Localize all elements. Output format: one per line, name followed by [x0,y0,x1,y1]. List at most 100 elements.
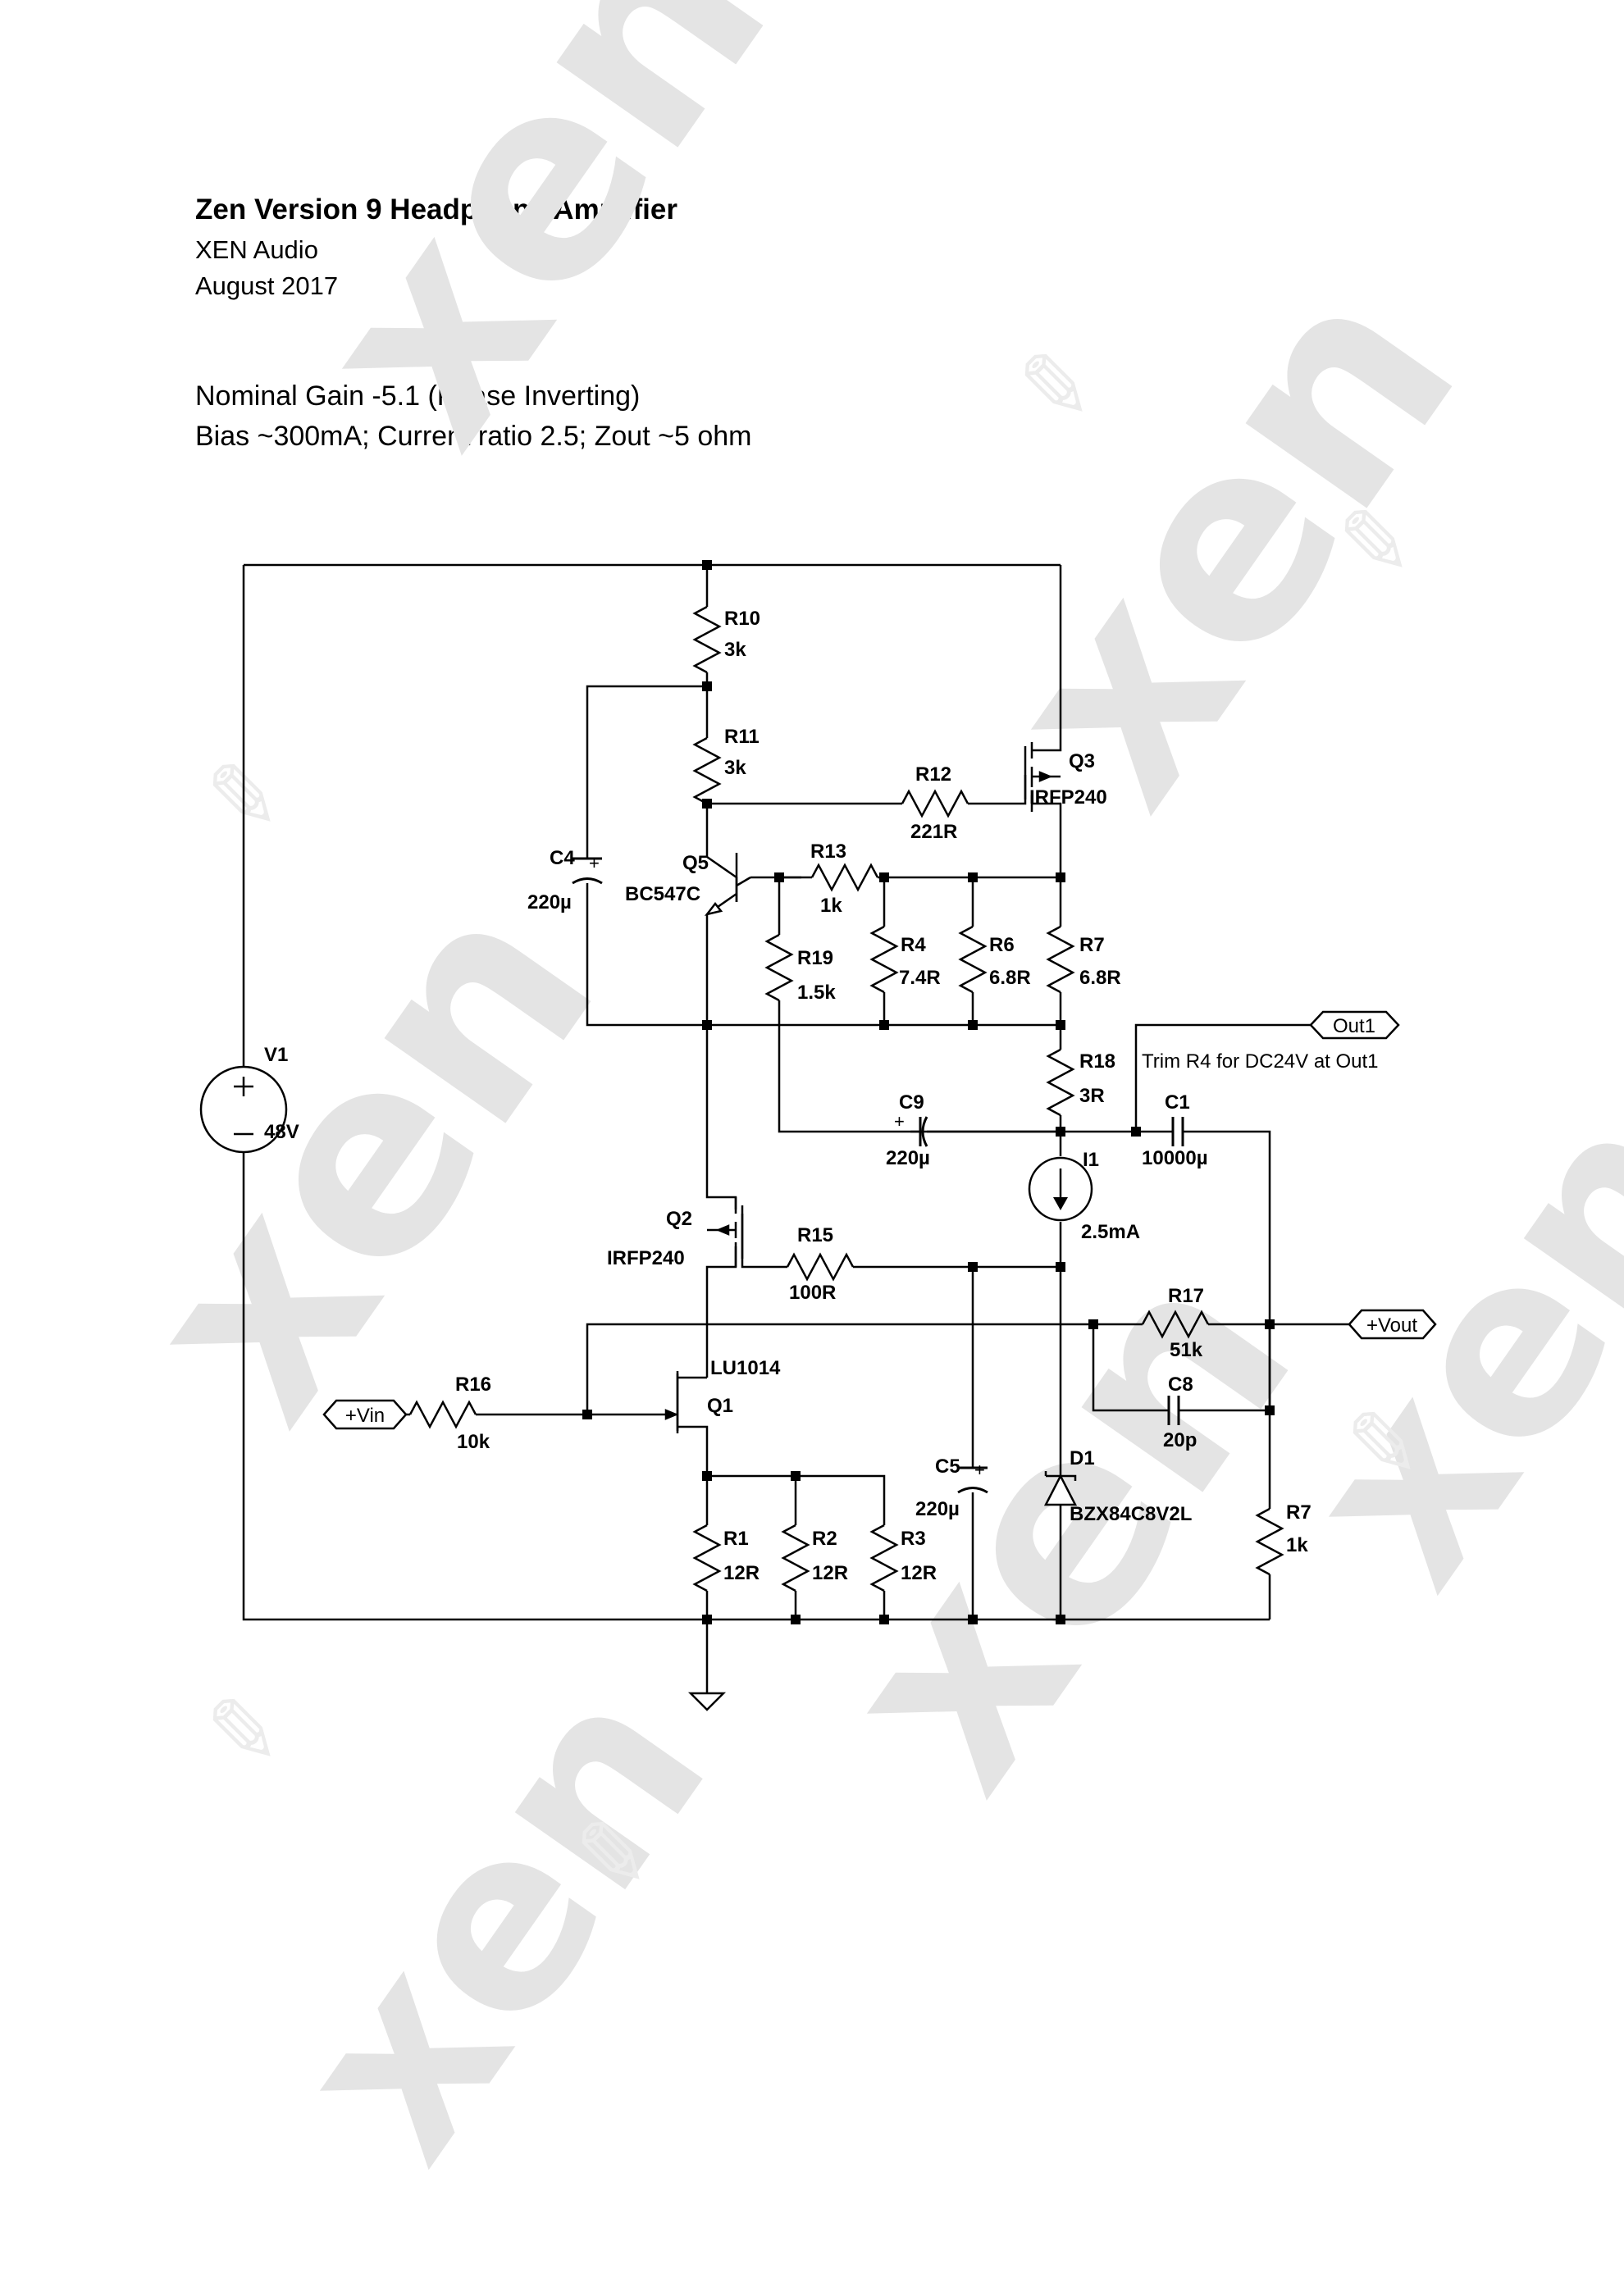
label-r16-value: 10k [457,1431,490,1453]
label-q1-value: LU1014 [710,1357,781,1379]
watermark-glyph: ✎ [574,1802,650,1907]
resistor-r10 [693,605,721,674]
label-q1-ref: Q1 [707,1395,733,1417]
current-source-i1 [1028,1156,1093,1222]
label-r18-value: 3R [1079,1085,1105,1107]
label-d1-value: BZX84C8V2L [1070,1503,1192,1525]
resistor-r6 [959,925,987,994]
label-v1-ref: V1 [264,1044,288,1066]
watermark-glyph: ✎ [1017,335,1093,440]
ground-icon [687,1665,727,1711]
label-r3-value: 12R [901,1562,937,1584]
label-r13-value: 1k [820,895,842,917]
resistor-r13 [810,863,879,891]
resistor-r11 [693,736,721,805]
capacitor-symbols [572,857,1184,1494]
label-r6-ref: R6 [989,934,1015,956]
company-name: XEN Audio [195,235,318,264]
label-r7a-ref: R7 [1079,934,1105,956]
capacitor-c4 [572,857,603,885]
label-r17-value: 51k [1170,1339,1203,1361]
svg-text:+Vout: +Vout [1366,1314,1417,1337]
watermark: xen xen xen xen xen xen ✎ ✎ ✎ ✎ ✎ ✎ [81,0,1624,2207]
label-r19-value: 1.5k [797,982,836,1004]
capacitor-c1 [1171,1117,1184,1146]
label-r4-ref: R4 [901,934,926,956]
label-r4-value: 7.4R [899,967,941,989]
trim-annotation: Trim R4 for DC24V at Out1 [1142,1050,1379,1073]
jfet-q1-arrow [664,1409,679,1420]
label-c9-ref: C9 [899,1091,924,1114]
label-q3-value: IRFP240 [1029,786,1107,809]
watermark-text: xen [778,1209,1353,1840]
label-r12-value: 221R [910,821,957,843]
mosfet-q2-arrow [715,1224,730,1236]
label-r2-ref: R2 [812,1528,837,1550]
label-d1-ref: D1 [1070,1447,1095,1469]
resistor-r4 [870,925,898,994]
label-r11-value: 3k [724,757,746,779]
polarity-plus: + [589,853,600,873]
label-c5-ref: C5 [935,1456,960,1478]
label-i1-ref: I1 [1083,1149,1099,1171]
voltage-source-v1 [199,1065,288,1154]
label-c5-value: 220µ [915,1498,960,1520]
document-title: Zen Version 9 Headphone Amplifier [195,194,677,226]
gain-note: Nominal Gain -5.1 (Phase Inverting) [195,380,641,412]
label-c1-value: 10000µ [1142,1147,1208,1169]
watermark-glyph: ✎ [1345,1392,1421,1497]
label-r10-ref: R10 [724,608,760,630]
label-r11-ref: R11 [724,726,760,748]
label-q2-ref: Q2 [666,1208,692,1230]
label-q5-ref: Q5 [682,852,709,874]
label-c8-ref: C8 [1168,1374,1193,1396]
label-r15-value: 100R [789,1282,836,1304]
label-r19-ref: R19 [797,947,833,969]
label-r17-ref: R17 [1168,1285,1204,1307]
label-q5-value: BC547C [625,883,700,905]
label-r1-ref: R1 [723,1528,749,1550]
label-i1-value: 2.5mA [1081,1221,1140,1243]
resistor-r1 [693,1524,721,1592]
label-r10-value: 3k [724,639,746,661]
polarity-plus: + [974,1460,985,1480]
label-c8-value: 20p [1163,1429,1197,1451]
label-c1-ref: C1 [1165,1091,1190,1114]
watermark-text: xen [253,0,828,496]
watermark-glyph: ✎ [1337,490,1412,595]
label-r7b-ref: R7 [1286,1501,1312,1524]
polarity-plus: + [894,1111,905,1132]
label-q2-value: IRFP240 [607,1247,685,1269]
resistor-r7a [1047,925,1074,994]
capacitor-c8 [1167,1396,1180,1425]
label-c9-value: 220µ [886,1147,930,1169]
label-c4-value: 220µ [527,891,572,913]
label-q3-ref: Q3 [1069,750,1095,772]
label-r7a-value: 6.8R [1079,967,1121,989]
label-r12-ref: R12 [915,763,951,786]
label-r13-ref: R13 [810,840,846,863]
resistor-r15 [786,1253,855,1281]
label-r18-ref: R18 [1079,1050,1115,1073]
port-out1: Out1 [1309,1010,1400,1040]
svg-text:Out1: Out1 [1333,1015,1375,1037]
capacitor-c9 [919,1116,928,1147]
mosfet-q3-arrow [1038,771,1053,782]
label-v1-value: 48V [264,1121,299,1143]
component-labels: R10 3k R11 3k R12 221R Q3 IRFP240 C4 220… [264,608,1379,1584]
label-r2-value: 12R [812,1562,848,1584]
resistor-r2 [782,1524,810,1592]
label-c4-ref: C4 [550,847,575,869]
resistor-r19 [765,933,793,1002]
label-r16-ref: R16 [455,1374,491,1396]
zener-d1 [1043,1471,1078,1506]
bjt-q5-arrow [704,901,723,917]
watermark-text: xen [942,225,1517,856]
watermark-text: xen [239,1632,761,2206]
label-r1-value: 12R [723,1562,760,1584]
junctions [582,560,1275,1624]
mosfet-q2 [707,1197,744,1267]
bias-note: Bias ~300mA; Current ratio 2.5; Zout ~5 … [195,421,752,452]
port-vin: +Vin [322,1399,408,1430]
watermark-glyph: ✎ [205,1679,281,1784]
